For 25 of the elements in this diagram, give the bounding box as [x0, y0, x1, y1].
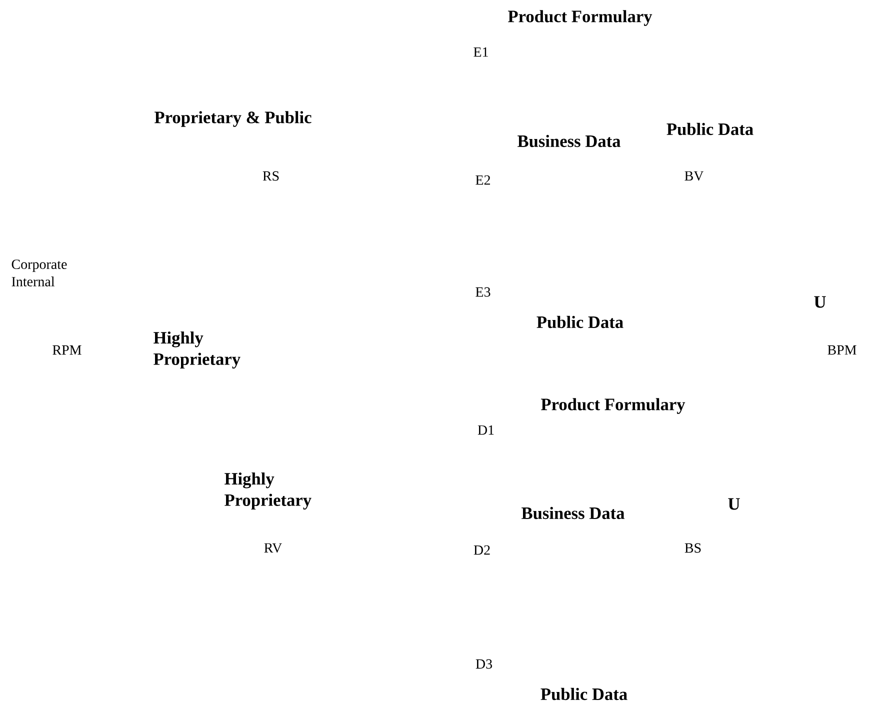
- code-label: D3: [476, 659, 492, 669]
- code-label: RV: [264, 543, 282, 553]
- code-label: BS: [684, 543, 701, 553]
- code-label: RS: [262, 171, 279, 181]
- heading-text: Public Data: [536, 316, 624, 328]
- code-label: E3: [476, 287, 490, 297]
- heading-text: Product Formulary: [541, 398, 686, 414]
- code-label: D1: [478, 425, 494, 435]
- heading-text: Highly Proprietary: [154, 331, 240, 369]
- heading-text: Highly Proprietary: [224, 472, 312, 510]
- heading-text: Proprietary & Public: [154, 111, 312, 127]
- heading-text: Product Formulary: [508, 10, 652, 26]
- heading-text: Business Data: [518, 134, 620, 148]
- code-label: E2: [476, 175, 490, 185]
- code-label: BV: [684, 171, 704, 181]
- code-label: BPM: [828, 345, 856, 355]
- code-label: D2: [474, 545, 490, 555]
- heading-text: Public Data: [540, 688, 628, 700]
- heading-text: Public Data: [666, 122, 754, 136]
- code-label: E1: [474, 47, 488, 57]
- heading-text: U: [728, 498, 740, 510]
- note-text: Corporate Internal: [12, 260, 67, 286]
- heading-text: U: [814, 296, 826, 308]
- heading-text: Business Data: [522, 506, 624, 520]
- code-label: RPM: [52, 345, 82, 355]
